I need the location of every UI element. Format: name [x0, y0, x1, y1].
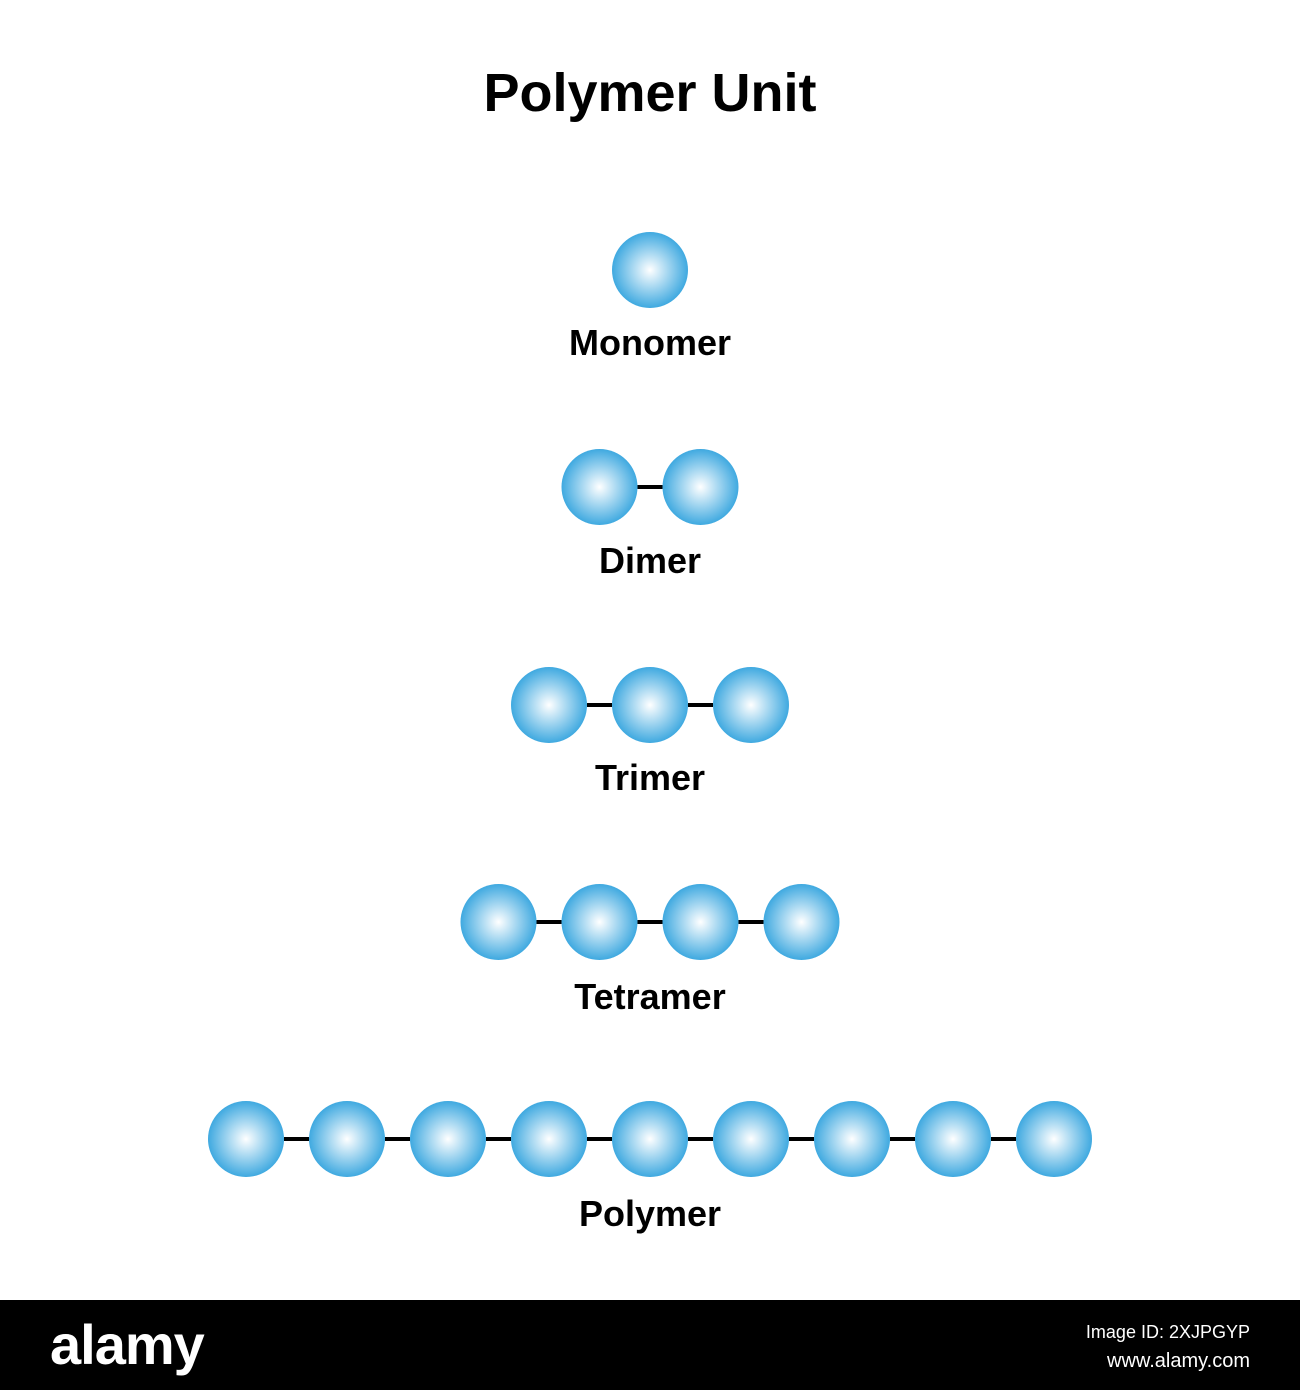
monomer-sphere [662, 449, 739, 525]
footer-url[interactable]: www.alamy.com [1107, 1350, 1250, 1372]
molecule-trimer [511, 667, 789, 743]
monomer-sphere [612, 232, 688, 308]
alamy-logo: alamy [50, 1313, 205, 1376]
monomer-sphere [460, 884, 537, 960]
monomer-sphere [561, 884, 638, 960]
label-polymer: Polymer [578, 1193, 722, 1234]
monomer-sphere [713, 1101, 789, 1177]
monomer-sphere [511, 667, 587, 743]
monomer-sphere [511, 1101, 587, 1177]
molecule-dimer [561, 449, 739, 525]
monomer-sphere [713, 667, 789, 743]
label-trimer: Trimer [594, 757, 706, 798]
monomer-sphere [1016, 1101, 1092, 1177]
monomer-sphere [410, 1101, 486, 1177]
monomer-sphere [612, 667, 688, 743]
diagram-title: Polymer Unit [483, 63, 817, 123]
monomer-sphere [561, 449, 638, 525]
label-tetramer: Tetramer [574, 976, 726, 1017]
monomer-sphere [662, 884, 739, 960]
label-monomer: Monomer [569, 322, 731, 363]
monomer-sphere [309, 1101, 385, 1177]
molecule-polymer [208, 1101, 1092, 1177]
image-id: Image ID: 2XJPGYP [1085, 1322, 1250, 1342]
monomer-sphere [915, 1101, 991, 1177]
watermark-footer: alamy Image ID: 2XJPGYP www.alamy.com [0, 1300, 1300, 1390]
molecule-monomer [612, 232, 688, 308]
monomer-sphere [208, 1101, 284, 1177]
monomer-sphere [612, 1101, 688, 1177]
monomer-sphere [814, 1101, 890, 1177]
molecule-tetramer [460, 884, 840, 960]
label-dimer: Dimer [598, 540, 702, 581]
polymer-diagram [208, 232, 1092, 1177]
monomer-sphere [763, 884, 840, 960]
